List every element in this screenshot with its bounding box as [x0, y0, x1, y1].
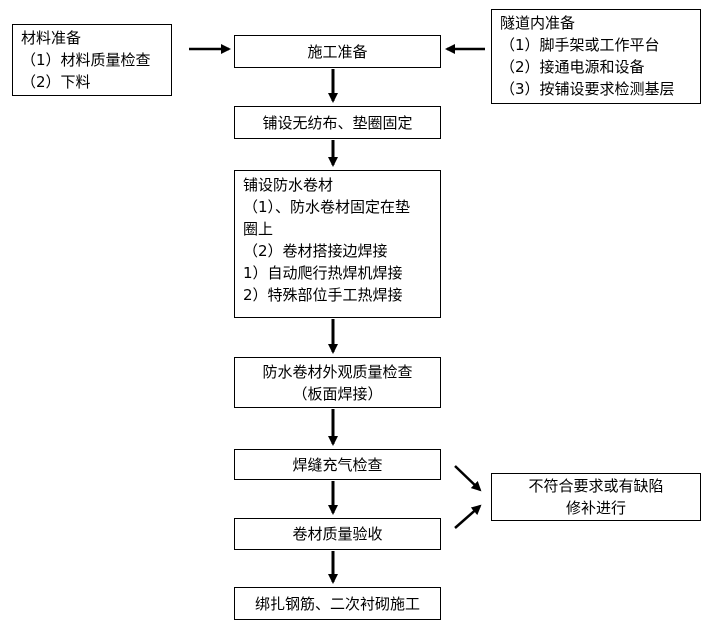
- arrow-acceptance-to-repair: [454, 504, 482, 529]
- acceptance-label: 卷材质量验收: [292, 525, 383, 543]
- rebar-lining-label: 绑扎钢筋、二次衬砌施工: [254, 594, 420, 613]
- lay-membrane-title: 铺设防水卷材: [243, 176, 334, 194]
- appearance-check-line: 防水卷材外观质量检查: [262, 362, 413, 381]
- tunnel-prep-box: 隧道内准备 （1）脚手架或工作平台 （2）接通电源和设备 （3）按铺设要求检测基…: [491, 9, 701, 104]
- arrow-inflation-to-repair: [454, 465, 482, 492]
- appearance-check-line: （板面焊接）: [292, 384, 383, 403]
- lay-membrane-line: （2）卷材搭接边焊接: [243, 242, 388, 260]
- material-prep-item: （1）材料质量检查: [21, 51, 151, 69]
- appearance-check-box: 防水卷材外观质量检查 （板面焊接）: [234, 357, 441, 408]
- material-prep-title: 材料准备: [21, 29, 82, 47]
- construction-prep-label: 施工准备: [307, 42, 368, 61]
- material-prep-box: 材料准备 （1）材料质量检查 （2）下料: [12, 24, 172, 96]
- lay-membrane-line: 1）自动爬行热焊机焊接: [243, 264, 403, 282]
- lay-membrane-box: 铺设防水卷材 （1）、防水卷材固定在垫 圈上 （2）卷材搭接边焊接 1）自动爬行…: [234, 170, 441, 318]
- rebar-lining-box: 绑扎钢筋、二次衬砌施工: [234, 587, 441, 620]
- defect-repair-line: 修补进行: [565, 499, 626, 517]
- tunnel-prep-item: （2）接通电源和设备: [500, 58, 645, 76]
- lay-geotextile-label: 铺设无纺布、垫圈固定: [262, 113, 413, 132]
- tunnel-prep-item: （1）脚手架或工作平台: [500, 36, 660, 54]
- defect-repair-box: 不符合要求或有缺陷 修补进行: [491, 473, 701, 521]
- lay-membrane-line: （1）、防水卷材固定在垫: [243, 198, 411, 216]
- acceptance-box: 卷材质量验收: [234, 518, 441, 550]
- lay-membrane-line: 2）特殊部位手工热焊接: [243, 286, 403, 304]
- lay-geotextile-box: 铺设无纺布、垫圈固定: [234, 106, 441, 139]
- lay-membrane-line: 圈上: [243, 220, 274, 238]
- tunnel-prep-item: （3）按铺设要求检测基层: [500, 80, 675, 98]
- material-prep-item: （2）下料: [21, 73, 91, 91]
- defect-repair-line: 不符合要求或有缺陷: [528, 477, 664, 495]
- tunnel-prep-title: 隧道内准备: [500, 14, 576, 32]
- construction-prep-box: 施工准备: [234, 35, 441, 68]
- weld-inflation-check-label: 焊缝充气检查: [292, 455, 383, 474]
- weld-inflation-check-box: 焊缝充气检查: [234, 449, 441, 480]
